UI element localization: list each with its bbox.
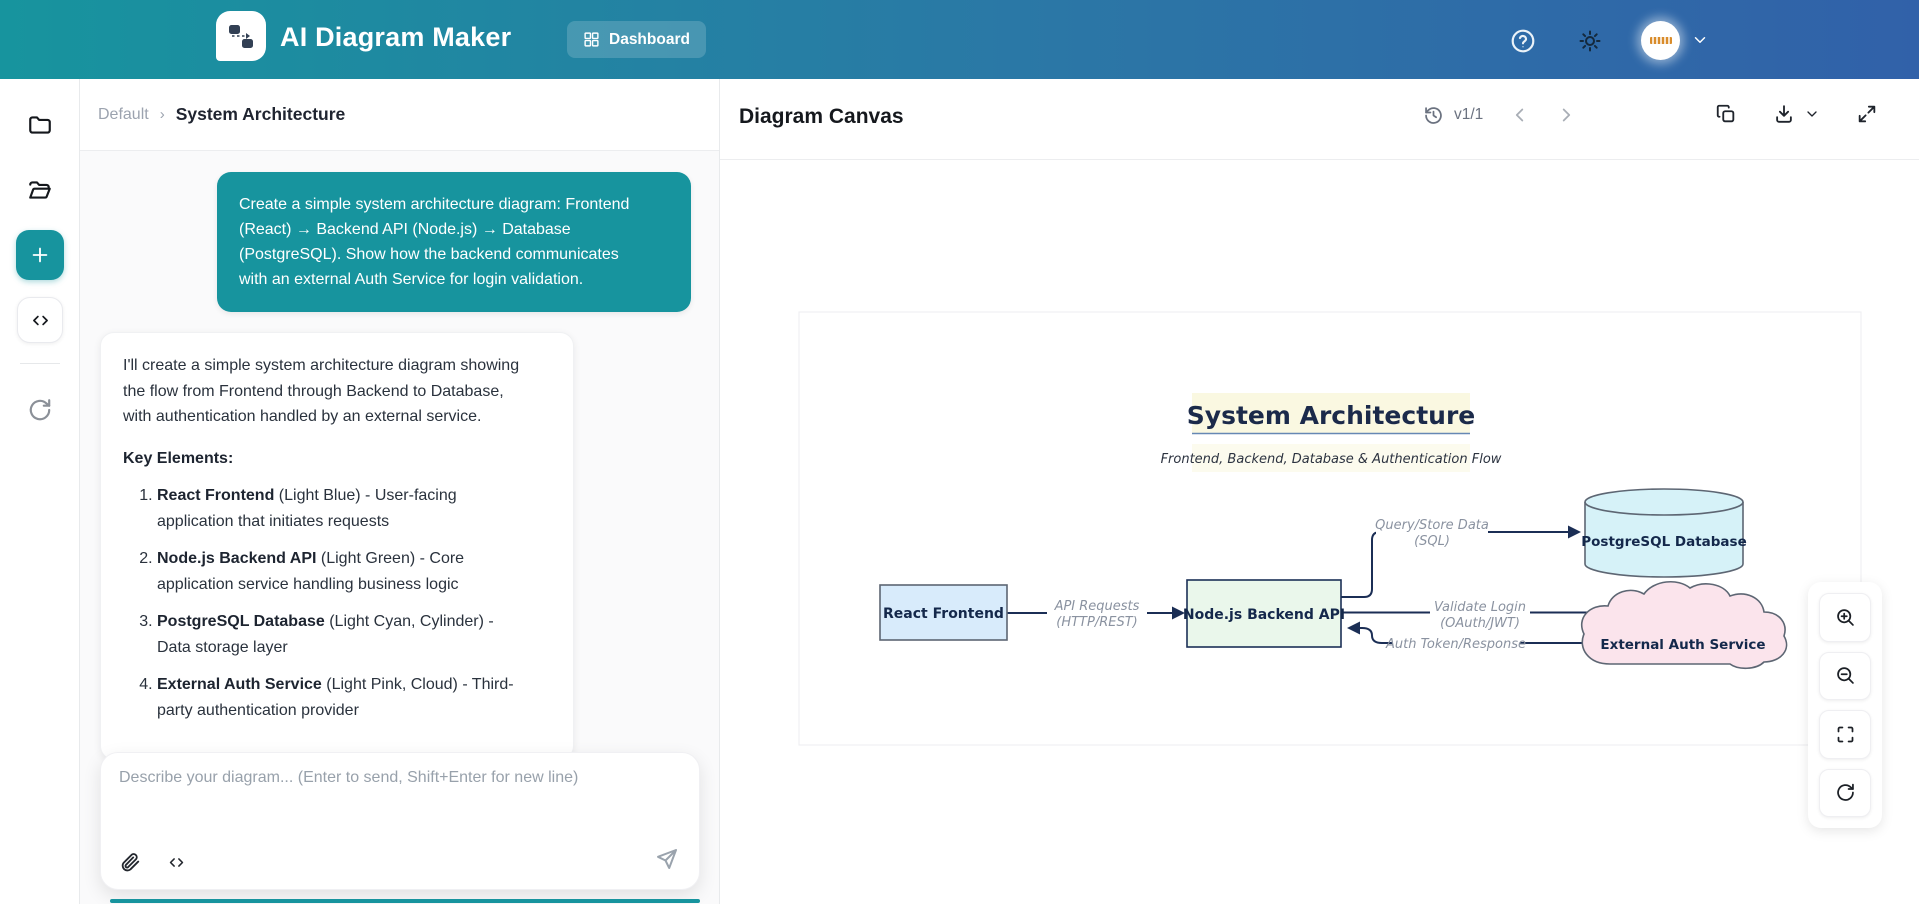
edge-label-query-2: (SQL): [1414, 534, 1450, 549]
breadcrumb: Default › System Architecture: [80, 79, 719, 151]
canvas-header: Diagram Canvas v1/1: [720, 79, 1919, 160]
zoom-controls: [1808, 582, 1882, 828]
reset-view-button[interactable]: [1819, 768, 1871, 817]
diagram-subtitle-block: [1192, 444, 1470, 472]
horizontal-scrollbar[interactable]: [110, 899, 700, 903]
undo-icon[interactable]: [27, 397, 53, 423]
zoom-in-icon: [1836, 608, 1854, 626]
list-item: Node.js Backend API (Light Green) - Core…: [157, 546, 529, 597]
node-postgres-label: PostgreSQL Database: [1581, 534, 1746, 550]
canvas-title: Diagram Canvas: [739, 105, 904, 128]
theme-toggle-button[interactable]: [1578, 29, 1602, 53]
zoom-in-button[interactable]: [1819, 593, 1871, 642]
edge-label-validate-1: Validate Login: [1434, 600, 1526, 615]
edge-label-api-2: (HTTP/REST): [1056, 615, 1137, 630]
canvas-panel: Diagram Canvas v1/1: [720, 79, 1919, 904]
key-elements-list: React Frontend (Light Blue) - User-facin…: [123, 483, 529, 723]
sun-icon: [1579, 30, 1601, 52]
avatar-logo: [1649, 37, 1672, 44]
edge-label-query-1: Query/Store Data: [1375, 518, 1489, 533]
node-postgres-cylinder: [1584, 488, 1744, 578]
app-logo-icon: [229, 25, 253, 48]
breadcrumb-folder[interactable]: Default: [98, 105, 149, 123]
prev-version-icon[interactable]: [1509, 104, 1531, 126]
chat-input-container: [100, 752, 700, 890]
version-label: v1/1: [1454, 106, 1484, 123]
app-logo: [216, 11, 266, 61]
chevron-down-icon[interactable]: [1691, 31, 1709, 49]
message-list: Create a simple system architecture diag…: [80, 151, 719, 904]
diagram-subtitle: Frontend, Backend, Database & Authentica…: [1161, 452, 1502, 467]
zoom-out-button[interactable]: [1819, 651, 1871, 700]
help-icon: [1511, 29, 1535, 53]
dashboard-label: Dashboard: [609, 30, 690, 48]
user-message: Create a simple system architecture diag…: [217, 172, 691, 312]
folder-open-icon[interactable]: [27, 177, 53, 203]
edge-label-validate-2: (OAuth/JWT): [1440, 616, 1520, 631]
next-version-icon[interactable]: [1555, 104, 1577, 126]
insert-code-icon[interactable]: [167, 853, 186, 872]
list-item: PostgreSQL Database (Light Cyan, Cylinde…: [157, 609, 529, 660]
folder-icon[interactable]: [27, 112, 53, 138]
fullscreen-icon[interactable]: [1856, 103, 1878, 125]
plus-icon: [32, 247, 48, 263]
code-view-button[interactable]: [17, 297, 63, 343]
app-title: AI Diagram Maker: [280, 22, 512, 52]
attach-icon[interactable]: [119, 851, 141, 873]
node-react-frontend-label: React Frontend: [883, 606, 1004, 622]
reset-icon: [1836, 784, 1854, 802]
diagram-title-block: [1192, 393, 1470, 434]
node-auth-label: External Auth Service: [1600, 637, 1765, 653]
canvas-toolbar: [1715, 103, 1878, 125]
edge-label-token: Auth Token/Response: [1385, 637, 1526, 652]
edge-labels: API Requests (HTTP/REST) Query/Store Dat…: [1047, 516, 1530, 654]
fit-view-button[interactable]: [1819, 710, 1871, 759]
chat-input[interactable]: [119, 767, 589, 829]
code-icon: [32, 315, 48, 325]
assistant-message: I'll create a simple system architecture…: [100, 332, 574, 760]
dashboard-grid-icon: [584, 32, 599, 47]
node-auth-cloud: [1581, 581, 1788, 670]
assistant-heading: Key Elements:: [123, 449, 234, 467]
fit-view-icon: [1837, 726, 1853, 743]
copy-icon[interactable]: [1715, 103, 1737, 125]
download-options-caret-icon[interactable]: [1804, 106, 1820, 122]
zoom-out-icon: [1836, 667, 1854, 685]
version-controls: v1/1: [1423, 104, 1577, 126]
list-item: React Frontend (Light Blue) - User-facin…: [157, 483, 529, 534]
list-item: External Auth Service (Light Pink, Cloud…: [157, 672, 529, 723]
help-button[interactable]: [1508, 26, 1538, 56]
send-icon[interactable]: [655, 847, 679, 871]
breadcrumb-separator: ›: [159, 106, 165, 123]
node-backend-api-label: Node.js Backend API: [1183, 607, 1345, 623]
diagram-title: System Architecture: [1187, 401, 1475, 430]
app-header: AI Diagram Maker Dashboard: [0, 0, 1919, 79]
breadcrumb-current: System Architecture: [175, 104, 346, 124]
diagram-canvas[interactable]: System Architecture Frontend, Backend, D…: [720, 160, 1919, 904]
download-icon[interactable]: [1773, 103, 1795, 125]
dashboard-button[interactable]: Dashboard: [567, 21, 706, 58]
node-react-frontend: [879, 584, 1008, 641]
assistant-intro: I'll create a simple system architecture…: [123, 357, 520, 425]
input-tools: [119, 851, 186, 873]
new-diagram-button[interactable]: [16, 230, 64, 280]
chat-panel: Default › System Architecture Create a s…: [80, 79, 720, 904]
history-icon: [1425, 106, 1442, 124]
node-backend-api: [1186, 579, 1342, 648]
icon-rail: [0, 79, 80, 904]
avatar[interactable]: [1641, 21, 1680, 60]
edge-label-api-1: API Requests: [1054, 599, 1140, 614]
rail-divider: [20, 363, 60, 364]
